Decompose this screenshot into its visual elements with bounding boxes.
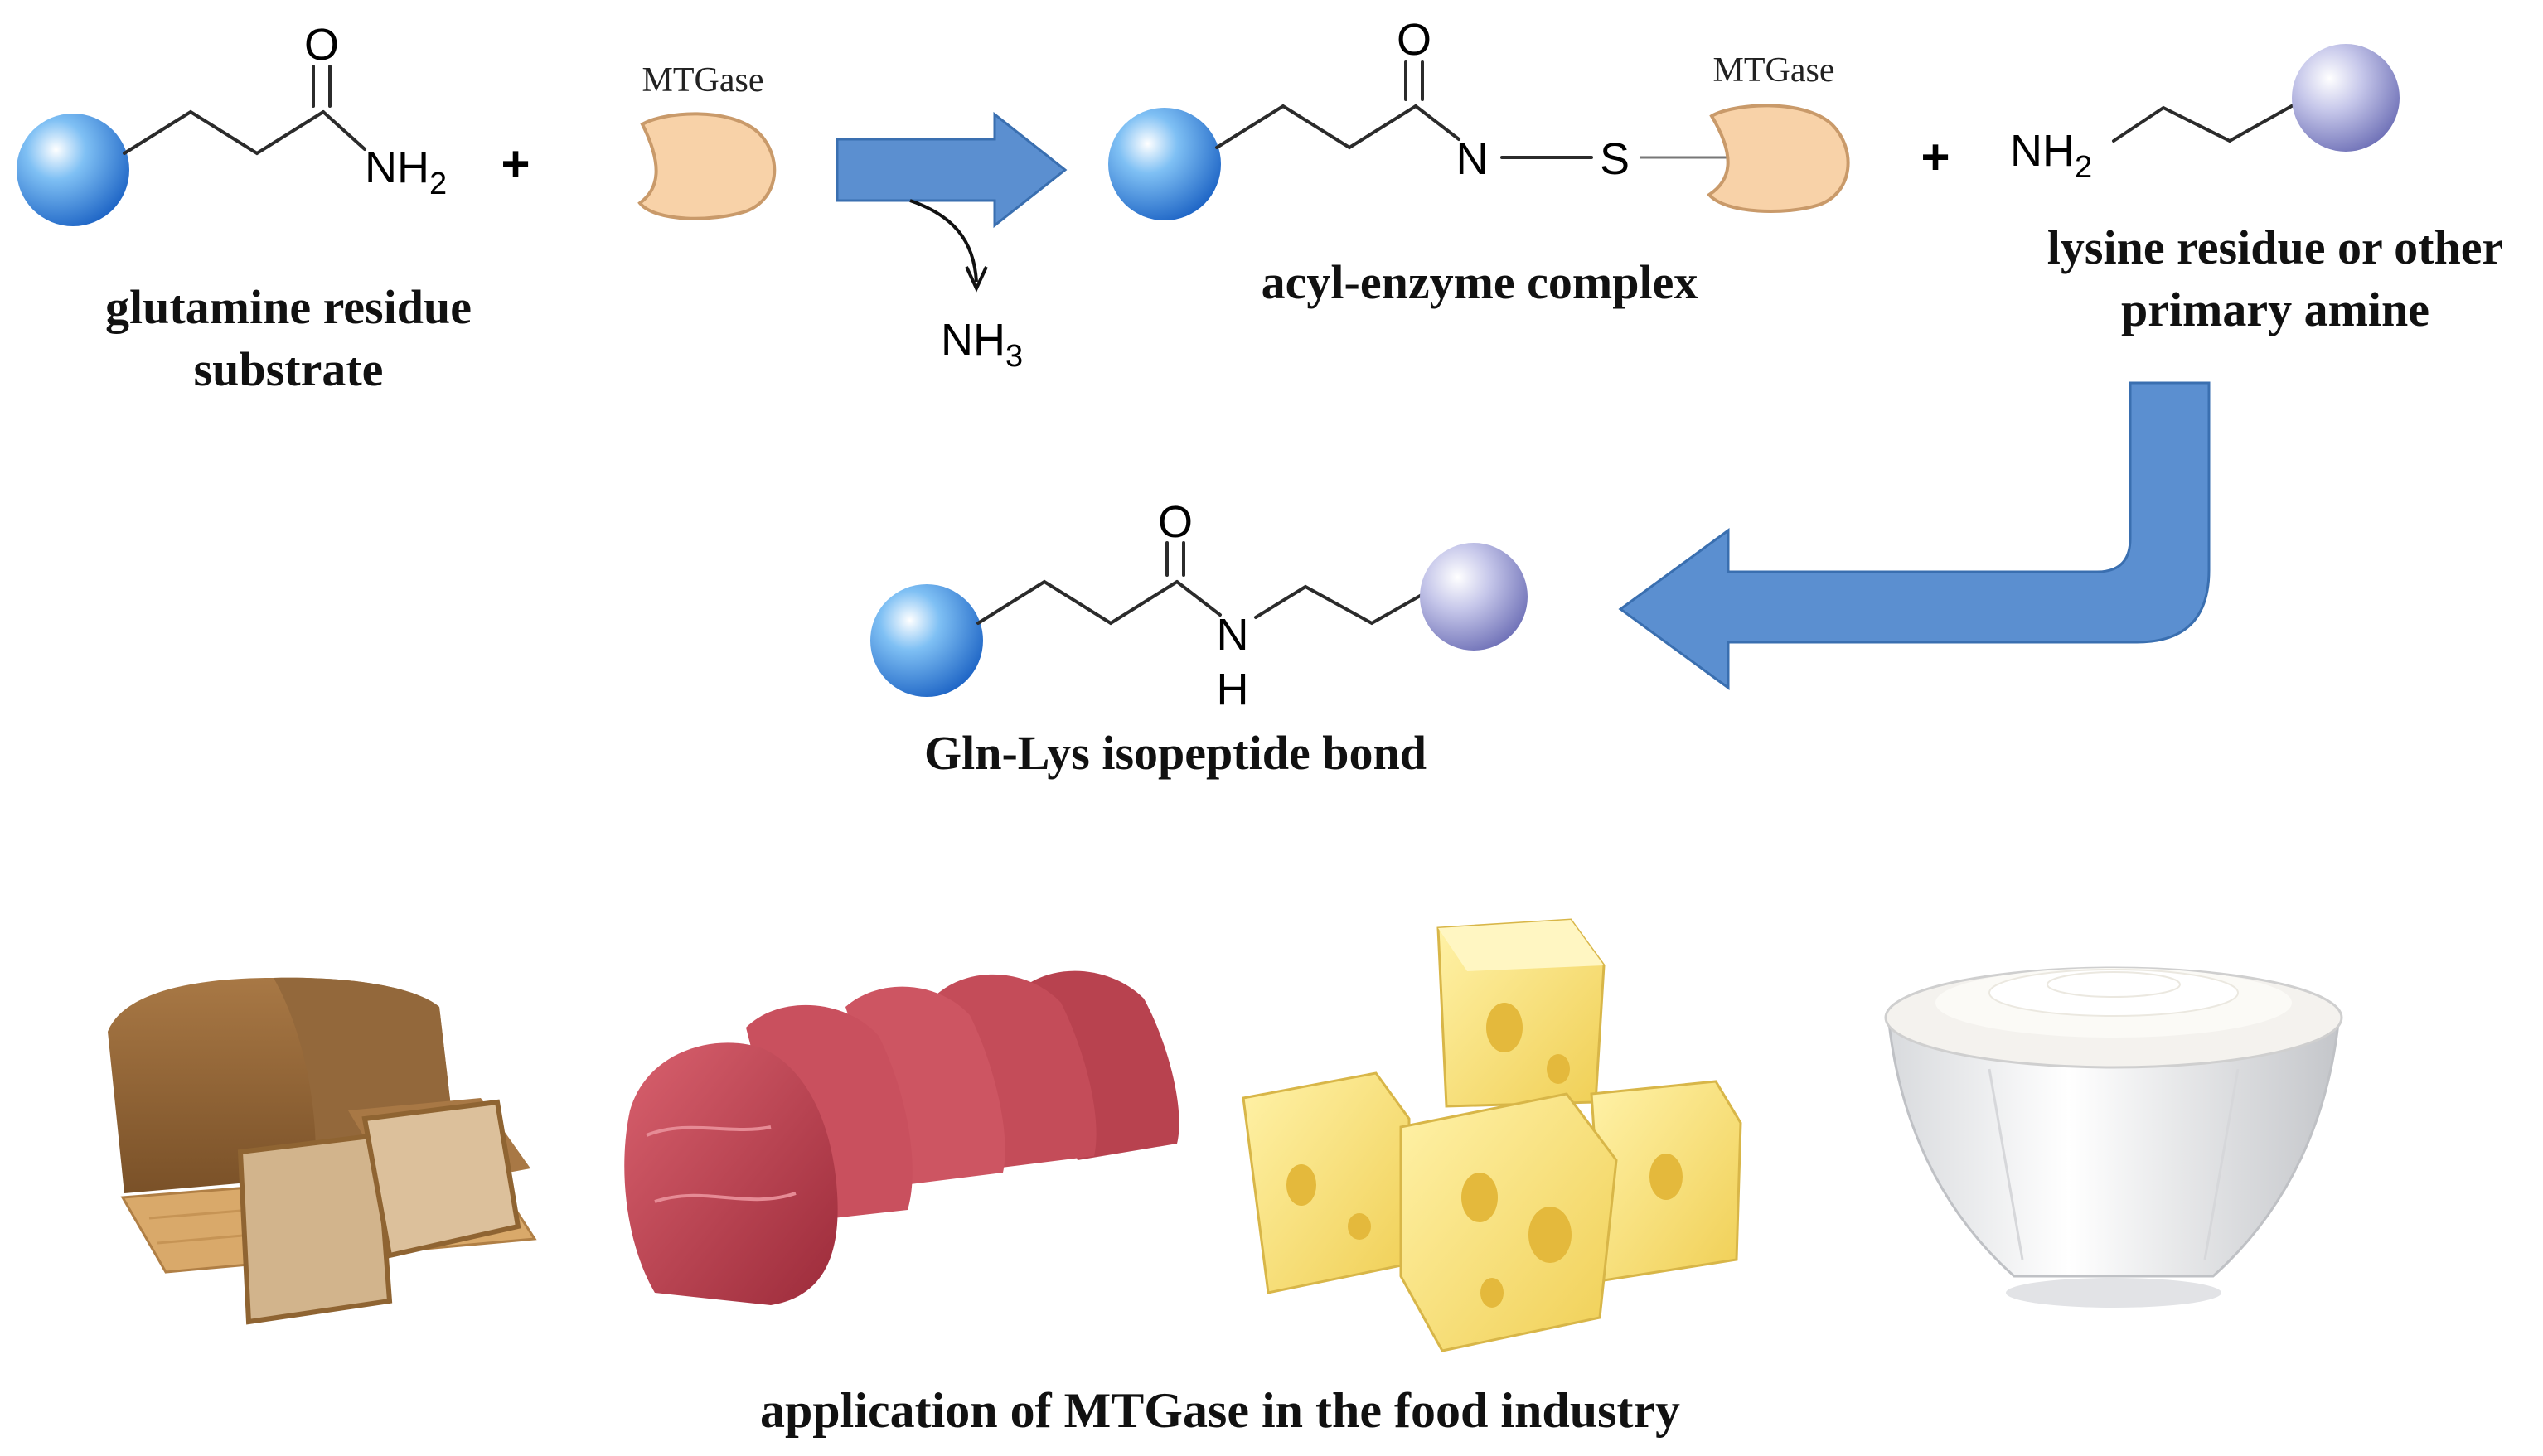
enzyme-shape-icon	[637, 112, 777, 220]
isopeptide-label: Gln-Lys isopeptide bond	[924, 726, 1427, 780]
glutamine-label-line2: substrate	[194, 342, 384, 396]
glutamine-residue-structure: O NH2	[17, 20, 447, 226]
plus-sign-1: +	[501, 136, 530, 191]
reaction-arrow-1: NH3	[836, 111, 1068, 374]
enzyme-label-1: MTGase	[642, 61, 764, 99]
acyl-enzyme-label: acyl-enzyme complex	[1262, 255, 1698, 309]
glutamine-label-line1: glutamine residue	[105, 280, 472, 334]
glutamine-sphere-icon	[1108, 108, 1221, 220]
glutamine-sphere-icon	[870, 584, 983, 697]
isopeptide-hydrogen: H	[1217, 665, 1249, 714]
blue-arrow-icon	[836, 111, 1068, 229]
lysine-sphere-icon	[1420, 543, 1528, 651]
lysine-label-line2: primary amine	[2121, 283, 2429, 336]
enzyme-shape-icon	[1706, 104, 1850, 214]
mtgase-enzyme-1: MTGase	[637, 61, 777, 220]
enzyme-label-2: MTGase	[1713, 51, 1835, 89]
isopeptide-structure: O N H	[870, 497, 1528, 714]
acyl-sulfur: S	[1600, 134, 1630, 184]
ammonia-product: NH3	[941, 315, 1023, 374]
lysine-sphere-icon	[2292, 44, 2400, 152]
meat-image	[624, 970, 1179, 1305]
lysine-residue-structure: NH2	[2010, 44, 2400, 185]
plus-sign-2: +	[1921, 129, 1950, 185]
glutamine-amine-nh: NH2	[365, 143, 447, 201]
bent-reaction-arrow-icon	[1618, 381, 2211, 690]
cheese-image	[1242, 918, 1742, 1352]
glutamine-oxygen: O	[304, 20, 339, 70]
isopeptide-nitrogen: N	[1217, 610, 1249, 660]
mtgase-enzyme-2: MTGase	[1706, 51, 1850, 214]
bread-image	[108, 977, 537, 1325]
acyl-enzyme-complex-structure: O N S	[1108, 15, 1728, 220]
yogurt-image	[1884, 966, 2343, 1308]
lysine-label-line1: lysine residue or other	[2047, 220, 2503, 274]
isopeptide-oxygen: O	[1158, 497, 1193, 547]
acyl-oxygen: O	[1397, 15, 1431, 65]
acyl-nitrogen: N	[1456, 134, 1489, 184]
glutamine-sphere-icon	[17, 114, 129, 226]
application-caption: application of MTGase in the food indust…	[760, 1383, 1680, 1438]
lysine-amine-nh: NH2	[2010, 126, 2092, 185]
